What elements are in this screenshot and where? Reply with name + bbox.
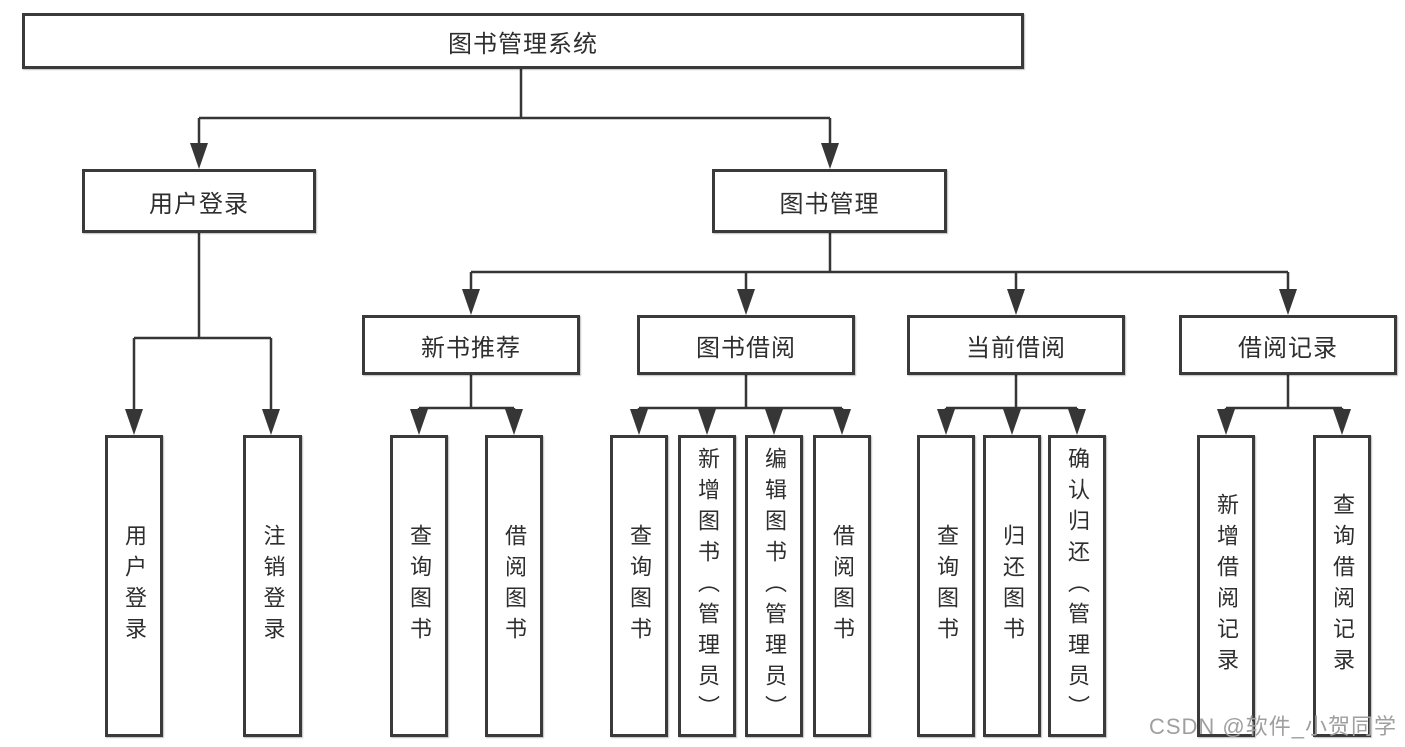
node-branch-new-books: 新书推荐 <box>362 315 580 375</box>
node-leaf-query-books-1: 查询图书 <box>390 435 448 737</box>
node-leaf-confirm-return-admin: 确认归还（管理员） <box>1048 435 1106 737</box>
node-branch-current-borrow: 当前借阅 <box>907 315 1125 375</box>
node-leaf-add-books-admin: 新增图书（管理员） <box>678 435 736 737</box>
node-leaf-logout: 注销登录 <box>243 435 302 737</box>
node-user-login: 用户登录 <box>82 169 316 233</box>
node-leaf-user-login: 用户登录 <box>105 435 163 737</box>
watermark: CSDN @软件_小贺同学 <box>1148 714 1397 739</box>
node-leaf-query-books-3: 查询图书 <box>917 435 975 737</box>
node-root: 图书管理系统 <box>22 13 1024 69</box>
node-leaf-borrow-books-2: 借阅图书 <box>813 435 871 737</box>
node-branch-book-borrow: 图书借阅 <box>637 315 855 375</box>
node-branch-borrow-records: 借阅记录 <box>1179 315 1397 375</box>
node-leaf-query-borrow-record: 查询借阅记录 <box>1313 435 1371 737</box>
node-leaf-query-books-2: 查询图书 <box>610 435 668 737</box>
node-leaf-borrow-books-1: 借阅图书 <box>485 435 543 737</box>
node-leaf-return-books: 归还图书 <box>983 435 1041 737</box>
node-leaf-add-borrow-record: 新增借阅记录 <box>1197 435 1255 737</box>
node-book-management: 图书管理 <box>712 169 947 233</box>
node-leaf-edit-books-admin: 编辑图书（管理员） <box>745 435 803 737</box>
